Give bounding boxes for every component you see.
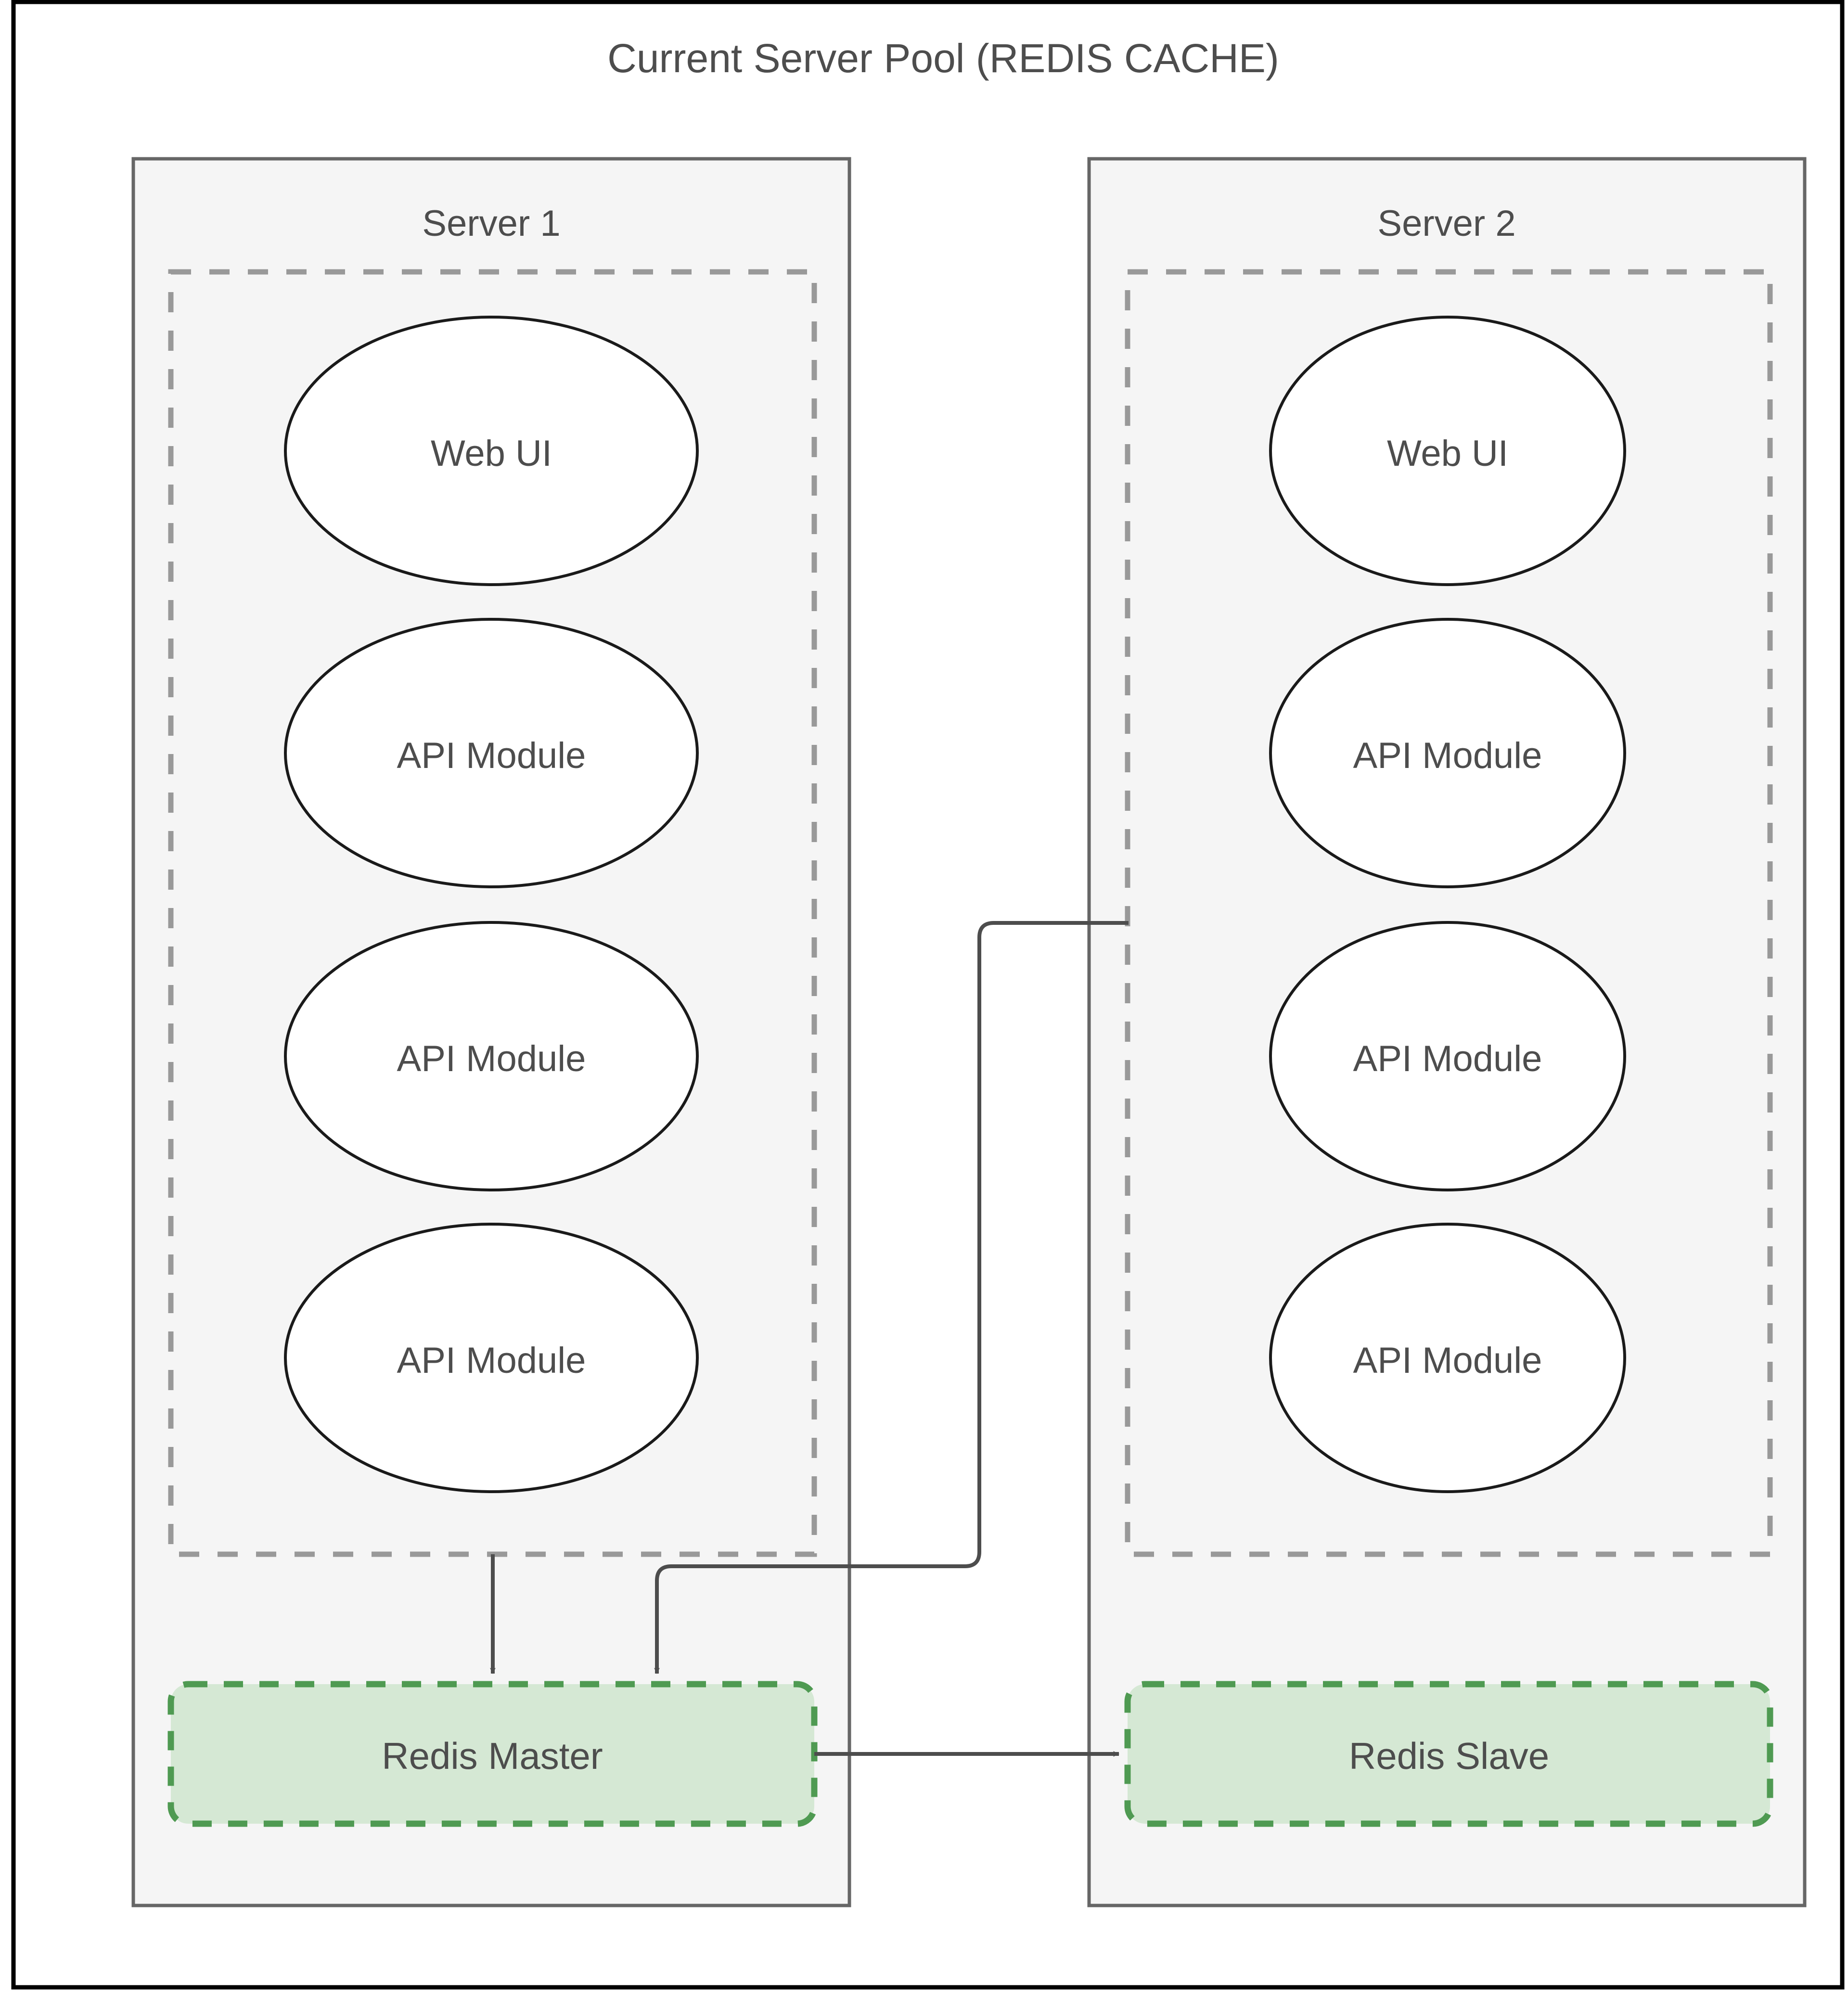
node-s1-api-2[interactable]: API Module: [284, 921, 699, 1191]
node-redis-master[interactable]: Redis Master: [167, 1681, 818, 1827]
node-shape-ellipse: [1269, 618, 1626, 888]
node-s2-api-2[interactable]: API Module: [1269, 921, 1626, 1191]
node-shape-ellipse: [284, 1223, 699, 1493]
node-shape-ellipse: [284, 921, 699, 1191]
server-2-app-group: [1125, 269, 1773, 1557]
node-s1-web-ui[interactable]: Web UI: [284, 316, 699, 586]
node-s2-web-ui[interactable]: Web UI: [1269, 316, 1626, 586]
node-s2-api-3[interactable]: API Module: [1269, 1223, 1626, 1493]
redis-slave-label: Redis Slave: [1349, 1735, 1549, 1777]
node-shape-ellipse: [284, 618, 699, 888]
server-2-label: Server 2: [1377, 203, 1515, 244]
node-label: API Module: [397, 1340, 586, 1381]
redis-slave-shape: [1124, 1681, 1773, 1827]
node-redis-slave[interactable]: Redis Slave: [1124, 1681, 1773, 1827]
edge-s2-apps-to-master: [654, 921, 1129, 1674]
node-label: Web UI: [431, 433, 552, 474]
node-s1-api-3[interactable]: API Module: [284, 1223, 699, 1493]
redis-master-label: Redis Master: [382, 1735, 603, 1777]
page-title: Current Server Pool (REDIS CACHE): [607, 36, 1279, 81]
node-label: Web UI: [1387, 433, 1508, 474]
server-1-container[interactable]: Server 1 Web UI API Module API Module AP…: [131, 157, 851, 1907]
node-label: API Module: [397, 1038, 586, 1079]
node-shape-ellipse: [284, 316, 699, 586]
server-1-label: Server 1: [422, 203, 560, 244]
server-2-container[interactable]: Server 2 Web UI API Module API Module AP…: [1087, 157, 1807, 1907]
node-label: API Module: [1353, 735, 1542, 776]
node-label: API Module: [1353, 1038, 1542, 1079]
node-s2-api-1[interactable]: API Module: [1269, 618, 1626, 888]
node-label: API Module: [397, 735, 586, 776]
node-shape-ellipse: [1269, 1223, 1626, 1493]
node-shape-ellipse: [1269, 921, 1626, 1191]
node-label: API Module: [1353, 1340, 1542, 1381]
node-shape-ellipse: [1269, 316, 1626, 586]
node-s1-api-1[interactable]: API Module: [284, 618, 699, 888]
